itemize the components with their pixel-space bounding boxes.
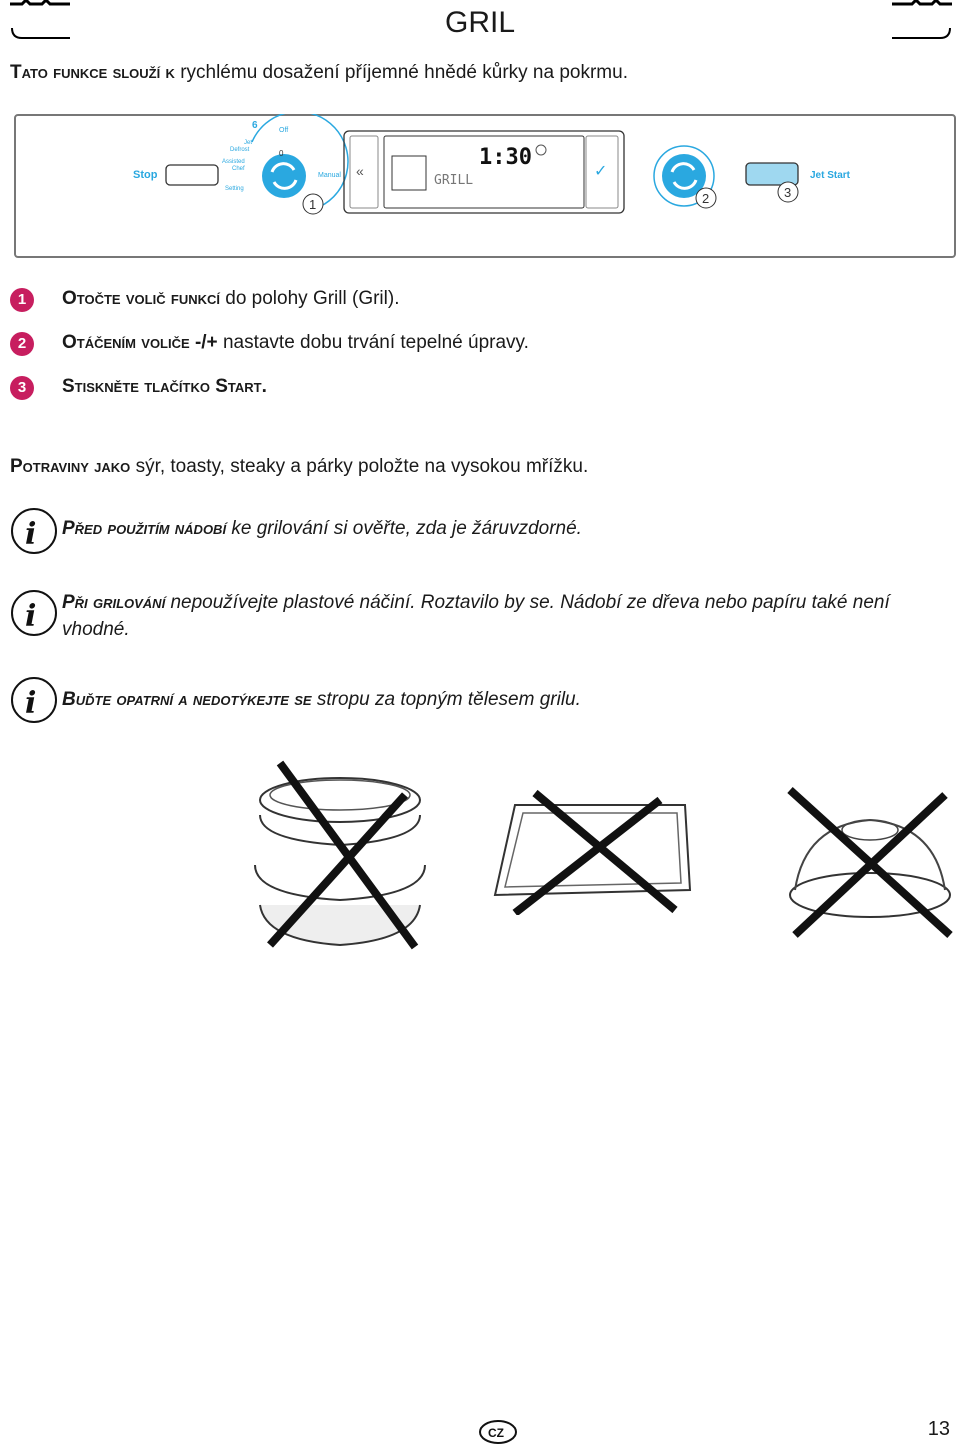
svg-text:Manual: Manual [318,172,341,179]
note-1-lead: Před použitím nádobí [62,518,227,539]
svg-text:6: 6 [252,120,258,131]
svg-text:Jet: Jet [244,140,252,146]
svg-text:1: 1 [309,197,316,212]
svg-text:GRILL: GRILL [434,173,473,188]
svg-text:Off: Off [279,127,288,134]
svg-text:2: 2 [702,191,709,206]
svg-text:Chef: Chef [232,166,245,172]
note-2: Při grilování nepoužívejte plastové náči… [62,589,932,643]
svg-text:1:30: 1:30 [479,145,532,170]
control-panel-graphics: Stop 6 Off Jet Defrost Assisted Chef Set… [133,114,851,215]
step-3-text: Stiskněte tlačítko Start. [62,376,267,398]
svg-text:Setting: Setting [225,186,244,192]
svg-text:«: « [356,163,364,179]
step-2-rest: nastavte dobu trvání tepelné úpravy. [222,332,529,353]
note-2-rest: nepoužívejte plastové náčiní. Roztavilo … [62,592,890,640]
step-1-rest: do polohy Grill (Gril). [225,288,400,309]
step-1-lead: Otočte volič funkcí [62,288,220,309]
step-1-text: Otočte volič funkcí do polohy Grill (Gri… [62,288,399,310]
food-note-rest: sýr, toasty, steaky a párky položte na v… [135,456,589,477]
info-icon: i [11,677,57,723]
corner-decoration-left [10,0,70,39]
intro-rest: rychlému dosažení příjemné hnědé kůrky n… [180,62,628,83]
corner-decoration-right [892,0,952,39]
step-3-badge: 3 [10,376,34,400]
step-2-text: Otáčením voliče -/+ nastavte dobu trvání… [62,332,529,354]
svg-text:i: i [25,517,36,552]
language-badge: CZ [479,1420,517,1444]
intro-lead: Tato funkce slouží k [10,62,175,83]
page-title: GRIL [444,6,516,39]
note-1: Před použitím nádobí ke grilování si ově… [62,515,942,542]
plastic-cover-crossed-icon [787,787,953,938]
svg-text:3: 3 [784,185,791,200]
info-icon: i [11,590,57,636]
svg-text:i: i [25,599,36,634]
step-1-badge: 1 [10,288,34,312]
note-3-rest: stropu za topným tělesem grilu. [316,689,581,710]
control-panel-illustration [14,114,956,258]
svg-text:CZ: CZ [488,1426,504,1440]
note-2-lead: Při grilování [62,592,166,613]
page-number: 13 [927,1418,950,1440]
info-icon: i [11,508,57,554]
step-3-lead: Stiskněte tlačítko Start. [62,376,267,397]
svg-text:Jet Start: Jet Start [810,170,851,181]
svg-text:Stop: Stop [133,169,158,181]
step-2-lead: Otáčením voliče -/+ [62,332,218,353]
note-1-rest: ke grilování si ověřte, zda je žáruvzdor… [231,518,582,539]
metal-tray-crossed-icon [493,789,692,915]
svg-text:Assisted: Assisted [222,159,245,165]
svg-text:0: 0 [279,149,284,158]
note-3: Buďte opatrní a nedotýkejte se stropu za… [62,686,942,713]
svg-text:Defrost: Defrost [230,147,250,153]
plastic-steamer-crossed-icon [254,760,426,950]
svg-text:i: i [25,686,36,721]
food-note: Potraviny jako sýr, toasty, steaky a pár… [10,456,588,478]
svg-text:✓: ✓ [594,163,607,180]
step-2-badge: 2 [10,332,34,356]
food-note-lead: Potraviny jako [10,456,131,477]
intro-text: Tato funkce slouží k rychlému dosažení p… [10,62,628,84]
note-3-lead: Buďte opatrní a nedotýkejte se [62,689,312,710]
